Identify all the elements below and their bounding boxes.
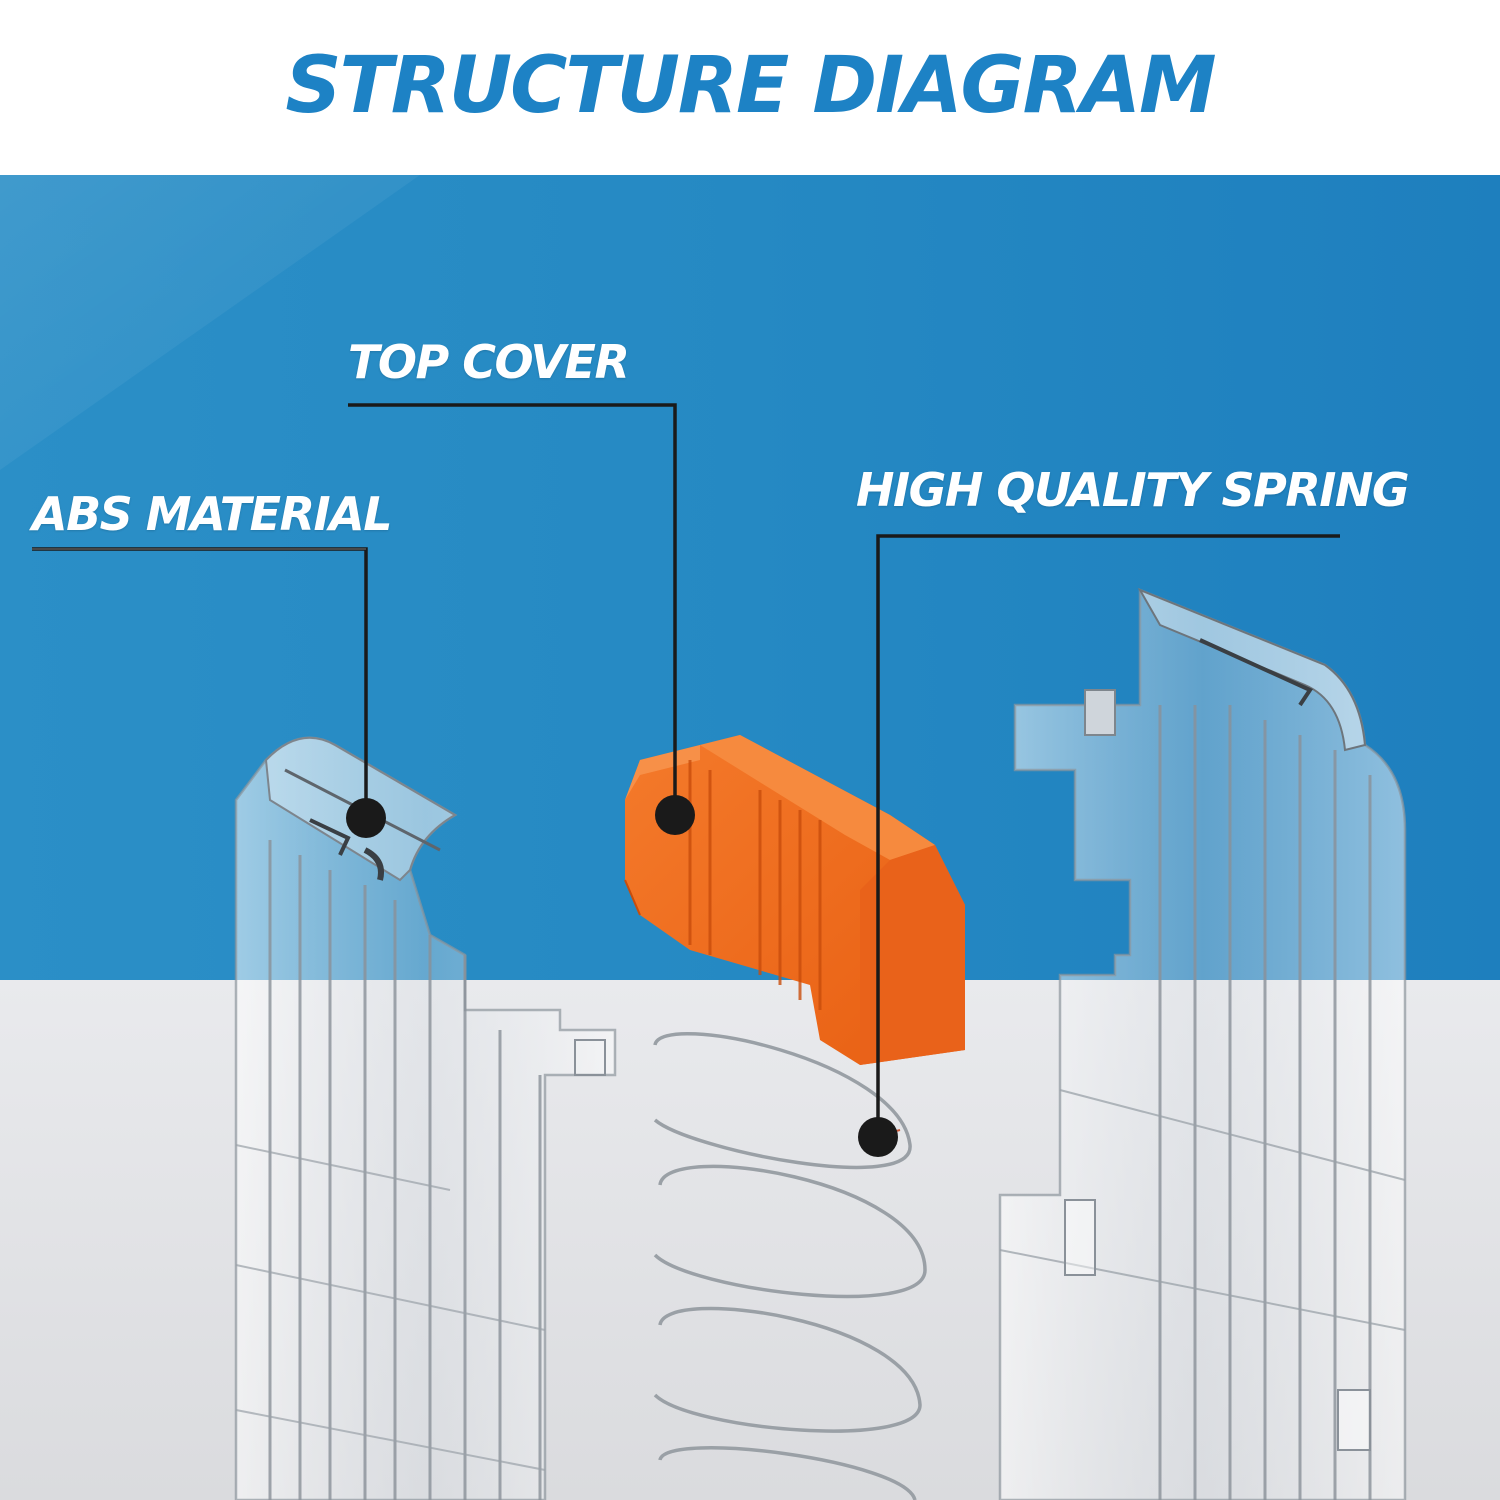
callout-spring [858, 534, 1340, 1157]
backdrop-glare [0, 175, 420, 470]
label-abs-material: ABS MATERIAL [32, 487, 393, 541]
label-high-quality-spring: HIGH QUALITY SPRING [856, 463, 1410, 517]
left-magazine-shell [234, 736, 617, 1500]
orange-top-cover [624, 735, 965, 1065]
right-magazine-shell [998, 587, 1407, 1500]
page-title: STRUCTURE DIAGRAM [285, 40, 1216, 131]
callout-dot [346, 798, 386, 838]
callout-dot [655, 795, 695, 835]
label-top-cover: TOP COVER [348, 335, 630, 389]
callout-top-cover [348, 403, 695, 835]
callout-dot [858, 1117, 898, 1157]
header: STRUCTURE DIAGRAM [0, 0, 1500, 175]
callout-abs-material [32, 547, 386, 838]
coil-spring [653, 1032, 927, 1500]
